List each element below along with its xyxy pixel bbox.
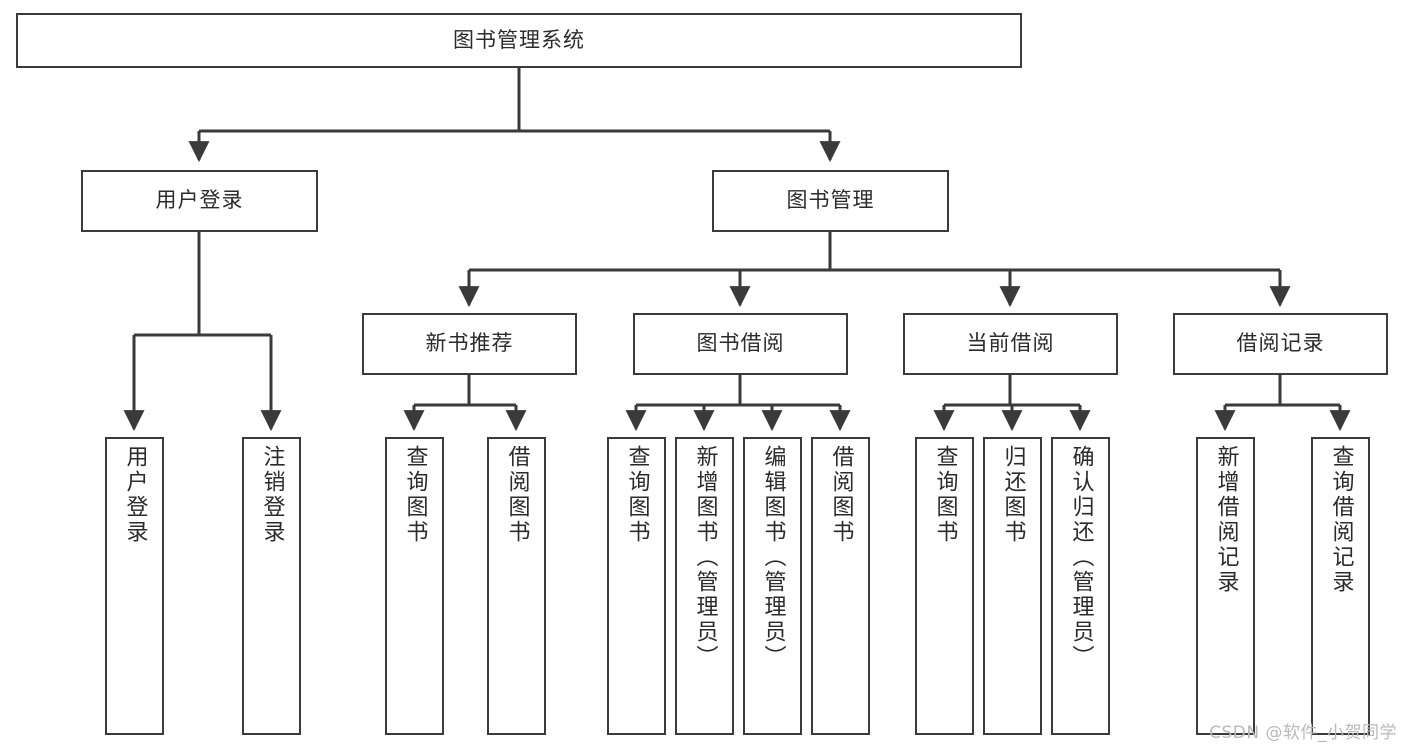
node-label: 借阅记录	[1236, 331, 1325, 356]
node-label: 借阅图书	[828, 445, 854, 545]
node-label: 查询图书	[402, 445, 428, 545]
node-leaf-query-borrow-record[interactable]: 查询借阅记录	[1311, 437, 1370, 735]
node-leaf-add-borrow-record[interactable]: 新增借阅记录	[1196, 437, 1255, 735]
node-leaf-logout[interactable]: 注销登录	[242, 437, 301, 735]
node-current-borrow[interactable]: 当前借阅	[903, 313, 1118, 375]
node-label: 编辑图书（管理员）	[760, 445, 786, 670]
node-leaf-borrow-book-new[interactable]: 借阅图书	[487, 437, 546, 735]
node-new-book-recommend[interactable]: 新书推荐	[362, 313, 577, 375]
node-label: 查询借阅记录	[1328, 445, 1354, 595]
node-label: 查询图书	[932, 445, 958, 545]
node-label: 图书管理系统	[453, 27, 585, 52]
node-leaf-query-book-borrow[interactable]: 查询图书	[607, 437, 666, 735]
node-user-login[interactable]: 用户登录	[81, 170, 318, 232]
node-leaf-query-book-current[interactable]: 查询图书	[915, 437, 974, 735]
node-leaf-return-book[interactable]: 归还图书	[983, 437, 1042, 735]
node-book-borrow[interactable]: 图书借阅	[633, 313, 848, 375]
node-label: 注销登录	[259, 445, 285, 545]
node-leaf-add-book-admin[interactable]: 新增图书（管理员）	[675, 437, 734, 735]
node-label: 新书推荐	[425, 331, 514, 356]
watermark-text: CSDN @软件_小贺同学	[1209, 723, 1397, 743]
node-root[interactable]: 图书管理系统	[16, 13, 1022, 68]
node-leaf-borrow-book[interactable]: 借阅图书	[811, 437, 870, 735]
node-leaf-user-login[interactable]: 用户登录	[105, 437, 164, 735]
node-label: 图书借阅	[696, 331, 785, 356]
node-label: 用户登录	[122, 445, 148, 545]
node-label: 用户登录	[155, 188, 244, 213]
node-label: 图书管理	[786, 188, 875, 213]
connector-group	[123, 68, 1351, 432]
node-label: 借阅图书	[504, 445, 530, 545]
node-label: 确认归还（管理员）	[1068, 445, 1094, 670]
node-label: 归还图书	[1000, 445, 1026, 545]
node-label: 新增借阅记录	[1213, 445, 1239, 595]
node-label: 查询图书	[624, 445, 650, 545]
node-book-management[interactable]: 图书管理	[712, 170, 949, 232]
node-label: 当前借阅	[966, 331, 1055, 356]
node-leaf-query-book-new[interactable]: 查询图书	[385, 437, 444, 735]
node-borrow-record[interactable]: 借阅记录	[1173, 313, 1388, 375]
node-label: 新增图书（管理员）	[692, 445, 718, 670]
node-leaf-confirm-return-admin[interactable]: 确认归还（管理员）	[1051, 437, 1110, 735]
node-leaf-edit-book-admin[interactable]: 编辑图书（管理员）	[743, 437, 802, 735]
